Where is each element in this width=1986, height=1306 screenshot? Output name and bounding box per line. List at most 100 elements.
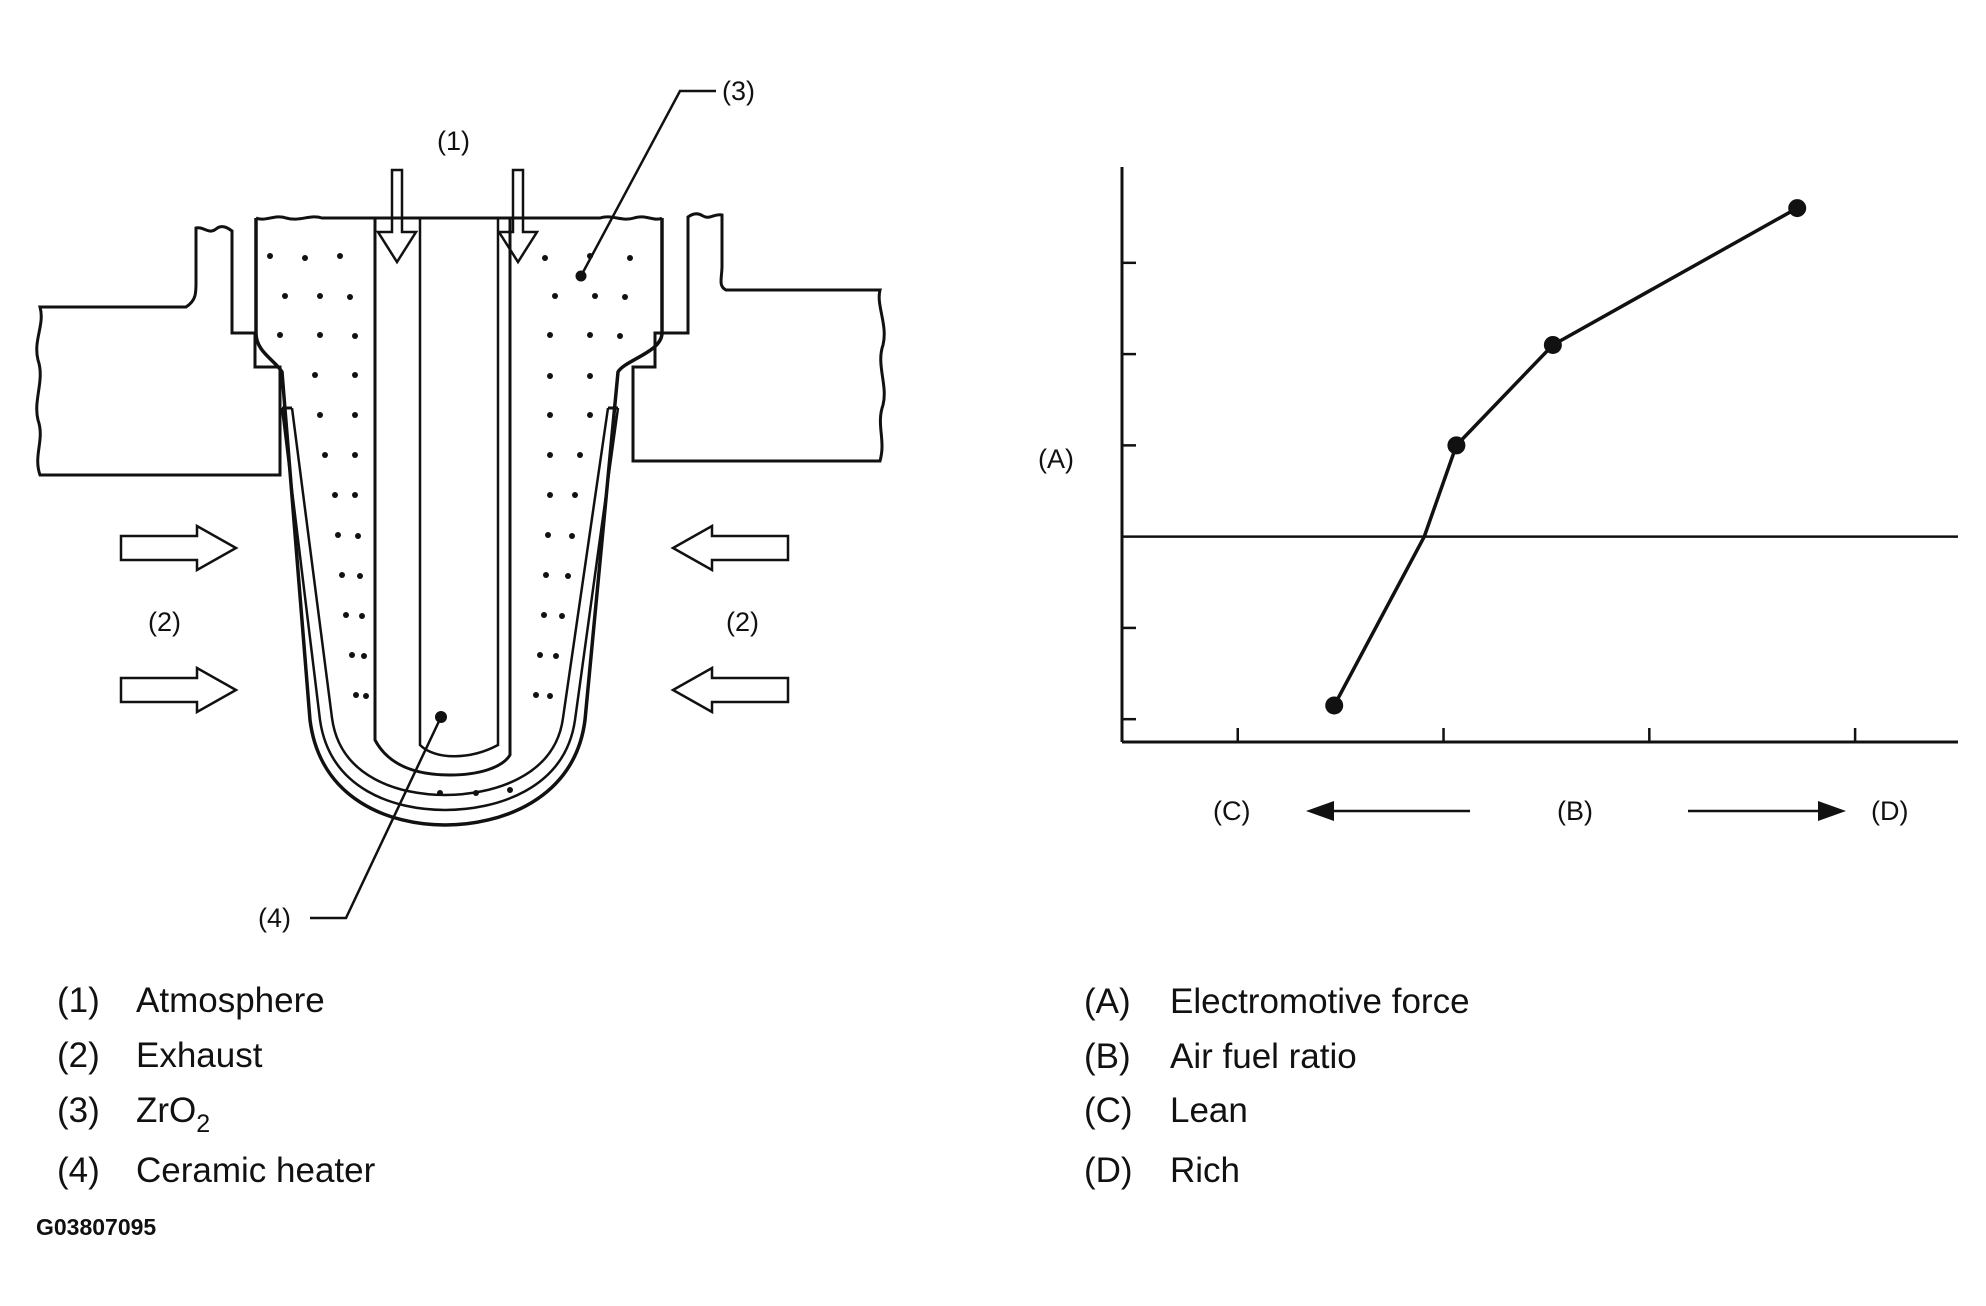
zro2-dot-9 — [552, 293, 558, 299]
zro2-dot-53 — [547, 693, 553, 699]
zro2-dot-30 — [332, 492, 338, 498]
atmosphere-arrow-left — [375, 168, 419, 265]
zro2-dot-31 — [352, 492, 358, 498]
callout-3: (3) — [722, 76, 755, 106]
legend-right-text-c: Lean — [1170, 1091, 1248, 1130]
exhaust-arrow-right-top — [670, 523, 790, 573]
legend-left-key-4: (4) — [57, 1151, 100, 1190]
zro2-dot-48 — [537, 652, 543, 658]
callout-4-dot — [435, 711, 447, 723]
callout-2-right: (2) — [726, 607, 759, 637]
exhaust-arrow-left-top — [119, 523, 239, 573]
zro2-dot-50 — [353, 692, 359, 698]
zro2-dot-0 — [267, 253, 273, 259]
zro2-dot-17 — [617, 333, 623, 339]
zro2-dot-34 — [335, 532, 341, 538]
legend-right-key-a: (A) — [1084, 982, 1131, 1021]
sensor-outer-electrode — [280, 407, 620, 812]
zro2-dot-37 — [569, 533, 575, 539]
legend-left-text-3-sub: 2 — [196, 1110, 210, 1138]
legend-left-text-4: Ceramic heater — [136, 1151, 376, 1190]
zro2-dot-55 — [473, 790, 479, 796]
chart-y-label: (A) — [1038, 444, 1074, 474]
emf-series-line — [1332, 206, 1799, 707]
legend-right-key-d: (D) — [1084, 1151, 1133, 1190]
chart-x-left-label: (C) — [1213, 796, 1250, 826]
zro2-dot-54 — [437, 790, 443, 796]
exhaust-arrow-left-bottom — [119, 665, 239, 715]
zro2-dot-45 — [559, 613, 565, 619]
zro2-dot-35 — [355, 533, 361, 539]
data-point-0 — [1325, 696, 1344, 715]
zro2-dot-49 — [553, 653, 559, 659]
legend-right-text-b: Air fuel ratio — [1170, 1037, 1357, 1076]
zro2-dot-1 — [302, 255, 308, 261]
legend-left-key-1: (1) — [57, 981, 100, 1020]
figure-code: G03807095 — [36, 1214, 156, 1240]
data-point-3 — [1543, 335, 1562, 354]
callout-4: (4) — [258, 903, 291, 933]
chart-x-ticks — [1236, 728, 1857, 742]
data-point-2 — [1447, 436, 1466, 455]
callout-3-dot — [575, 270, 587, 282]
zro2-dot-10 — [592, 293, 598, 299]
legend-right-key-c: (C) — [1084, 1091, 1133, 1130]
legend-left: (1) Atmosphere (2) Exhaust (3) ZrO2 (4) … — [57, 981, 376, 1190]
chart-y-ticks — [1122, 261, 1136, 721]
ceramic-heater-inner — [418, 218, 500, 758]
zro2-dot-3 — [542, 255, 548, 261]
zro2-dot-38 — [339, 572, 345, 578]
data-point-4 — [1788, 199, 1807, 218]
callout-1: (1) — [437, 126, 470, 156]
legend-left-key-2: (2) — [57, 1036, 100, 1075]
zro2-dot-19 — [352, 372, 358, 378]
legend-left-text-3: ZrO2 — [136, 1091, 210, 1138]
zro2-dot-39 — [357, 573, 363, 579]
zro2-dot-5 — [627, 255, 633, 261]
zro2-dot-23 — [352, 412, 358, 418]
legend-left-key-3: (3) — [57, 1091, 100, 1130]
zro2-dot-42 — [343, 612, 349, 618]
exhaust-pipe-wall — [35, 225, 282, 477]
emf-chart: (A) (C) (B) (D) — [1038, 167, 1958, 826]
zro2-dot-36 — [545, 532, 551, 538]
zro2-dot-47 — [361, 653, 367, 659]
zro2-dot-22 — [317, 412, 323, 418]
zro2-dot-pattern — [267, 253, 633, 796]
sensor-inner-electrode — [290, 407, 610, 797]
zro2-dot-16 — [587, 332, 593, 338]
zro2-dot-46 — [349, 652, 355, 658]
legend-left-text-2: Exhaust — [136, 1036, 263, 1075]
zro2-dot-13 — [317, 332, 323, 338]
zro2-dot-26 — [322, 452, 328, 458]
zro2-dot-2 — [337, 253, 343, 259]
legend-left-text-3-main: ZrO — [136, 1091, 196, 1130]
zro2-dot-7 — [317, 293, 323, 299]
zro2-dot-24 — [547, 412, 553, 418]
zro2-dot-44 — [541, 612, 547, 618]
zro2-dot-20 — [547, 373, 553, 379]
zro2-dot-27 — [352, 452, 358, 458]
exhaust-arrow-right-bottom — [670, 665, 790, 715]
callout-4-leader — [310, 716, 443, 920]
chart-x-label: (B) — [1557, 796, 1593, 826]
legend-right-text-a: Electromotive force — [1170, 982, 1470, 1021]
chart-x-right-label: (D) — [1871, 796, 1908, 826]
lean-arrowhead — [1306, 801, 1334, 821]
zro2-dot-8 — [347, 294, 353, 300]
legend-right-key-b: (B) — [1084, 1037, 1131, 1076]
zro2-dot-52 — [533, 692, 539, 698]
zro2-dot-14 — [352, 333, 358, 339]
zro2-dot-12 — [277, 332, 283, 338]
zro2-dot-11 — [622, 294, 628, 300]
zro2-dot-40 — [543, 572, 549, 578]
oxygen-sensor-diagram: (1) (3) (2) (2) (4) — [35, 76, 886, 933]
zro2-dot-29 — [577, 452, 583, 458]
rich-arrowhead — [1818, 801, 1846, 821]
zro2-dot-21 — [587, 373, 593, 379]
legend-right: (A) Electromotive force (B) Air fuel rat… — [1084, 982, 1470, 1190]
ceramic-heater-tube — [373, 218, 512, 777]
zro2-dot-15 — [547, 332, 553, 338]
emf-series-points — [1325, 199, 1807, 715]
zro2-dot-33 — [572, 492, 578, 498]
